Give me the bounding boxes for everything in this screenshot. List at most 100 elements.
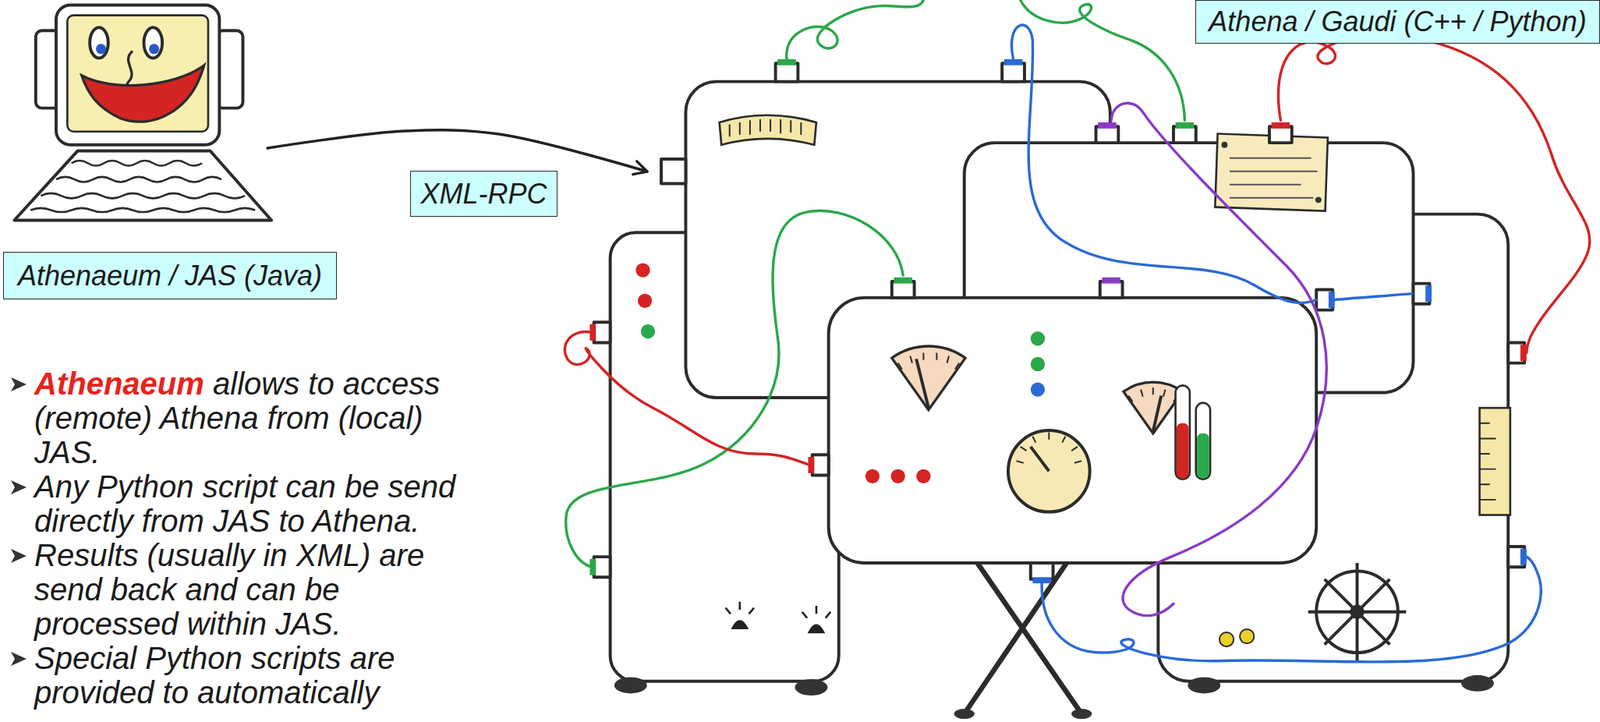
machine-drawing-part xyxy=(1128,387,1178,402)
bullet-text: Special Python scripts are provided to a… xyxy=(34,640,395,710)
stand-drawing-part xyxy=(1071,708,1092,719)
machine-drawing-part xyxy=(729,119,802,137)
machine-drawing-part xyxy=(614,676,648,694)
computer-drawing-part xyxy=(67,15,209,132)
machine-drawing-part xyxy=(1425,285,1432,302)
machine-drawing-part xyxy=(1315,196,1322,203)
machine-drawing-part xyxy=(892,346,966,411)
machine-drawing-part xyxy=(1173,126,1197,143)
machine-drawing-part xyxy=(1187,676,1221,694)
bullet-text: Results (usually in XML) are send back a… xyxy=(34,538,425,641)
machine-drawing-part xyxy=(1229,158,1318,199)
machine-drawing-part xyxy=(1030,357,1045,372)
bullet-arrow-shape xyxy=(10,651,27,666)
machine-drawing-part xyxy=(1100,281,1123,298)
computer-drawing xyxy=(14,5,272,221)
machine-drawing-part xyxy=(893,277,913,284)
machine-drawing-part xyxy=(1030,382,1045,397)
bullet-arrow xyxy=(9,478,29,496)
stand-drawing xyxy=(954,559,1093,719)
computer-drawing-part xyxy=(95,43,107,54)
machine-drawing-part xyxy=(865,469,880,484)
computer-drawing-part xyxy=(89,27,109,58)
cable-wire xyxy=(564,0,1590,662)
cable-wire-part xyxy=(1041,556,1541,662)
machine-drawing-part xyxy=(1479,407,1511,515)
cable-wire-part xyxy=(1334,293,1413,301)
machine-drawing-part xyxy=(898,353,960,370)
bullet-arrow-shape xyxy=(10,480,27,495)
stand-drawing-part xyxy=(964,559,1082,715)
cable-wire-part xyxy=(566,210,903,567)
machine-drawing-part xyxy=(640,324,655,339)
machine-drawing xyxy=(807,277,1335,584)
machine-drawing-part xyxy=(775,63,799,82)
machine-drawing-part xyxy=(916,358,929,408)
machine-drawing-part xyxy=(1101,277,1121,284)
client-computer: Athenaeum / JAS (Java) xyxy=(10,0,268,227)
machine-drawing-part xyxy=(794,679,828,696)
computer-drawing-part xyxy=(144,27,163,58)
cable-wire-part xyxy=(1111,102,1327,616)
machine-drawing-part xyxy=(661,159,686,184)
machine-drawing-part xyxy=(1153,395,1162,432)
machine-drawing-part xyxy=(637,293,652,308)
computer-drawing-part xyxy=(71,160,203,167)
protocol-label: XML-RPC xyxy=(410,170,558,217)
cable-wire-part xyxy=(1011,24,1317,303)
computer-drawing-part xyxy=(56,176,222,183)
machine-drawing-part xyxy=(719,115,817,146)
machine-drawing-part xyxy=(1271,122,1291,129)
machine-drawing-part xyxy=(1308,562,1407,662)
connector-arrow xyxy=(267,130,648,172)
machine-drawing-part xyxy=(1219,632,1234,647)
machine-drawing-part xyxy=(1349,605,1364,620)
machine-drawing-part xyxy=(892,281,915,298)
machine-drawing-part xyxy=(1214,134,1328,212)
bullet-item: Special Python scripts are provided to a… xyxy=(7,640,471,710)
machine-drawing-part xyxy=(594,556,611,577)
machine-drawing-part xyxy=(1123,382,1183,434)
bullet-arrow xyxy=(9,650,29,668)
cable-wire-part xyxy=(1020,0,1186,121)
label-box: Athena / Gaudi (C++ / Python) xyxy=(1195,0,1600,44)
highlight-text: Athenaeum xyxy=(34,366,205,401)
bullet-item: Athenaeumallows to access (remote) Athen… xyxy=(7,366,471,470)
stand-drawing-part xyxy=(954,708,975,719)
bullet-list: Athenaeumallows to access (remote) Athen… xyxy=(7,366,507,710)
machine-drawing-part xyxy=(812,454,829,475)
machine-drawing-part xyxy=(916,469,931,484)
bullet-arrow xyxy=(9,375,29,393)
machine-drawing-part xyxy=(1097,122,1117,129)
machine-drawing-part xyxy=(1175,385,1190,479)
computer-drawing-part xyxy=(148,43,160,54)
bullet-arrow-shape xyxy=(10,548,27,563)
computer-drawing-part xyxy=(14,151,272,221)
machine-drawing-part xyxy=(1461,675,1494,692)
machine-drawing-part xyxy=(802,605,832,633)
machine-drawing-part xyxy=(1030,446,1050,471)
machine-drawing-part xyxy=(1221,141,1228,149)
machine-drawing-part xyxy=(1096,126,1119,143)
machine-drawing-part xyxy=(1239,629,1254,644)
bullet-item: Any Python script can be send directly f… xyxy=(7,469,471,539)
computer-drawing-part xyxy=(30,208,255,213)
machine-drawing-part xyxy=(635,262,650,277)
machine-drawing-part xyxy=(890,469,905,484)
machine-drawing-part xyxy=(1269,126,1293,143)
machine-drawing-part xyxy=(725,601,754,629)
machine-drawing-part xyxy=(1001,63,1025,82)
machine-drawing-part xyxy=(828,297,1317,563)
computer-drawing-part xyxy=(40,193,245,199)
machine-drawing-part xyxy=(594,322,611,343)
machine-drawing-part xyxy=(1175,122,1195,129)
bullet-arrow xyxy=(9,547,29,565)
bullet-text: Any Python script can be send directly f… xyxy=(34,469,456,539)
machine-drawing-part xyxy=(1030,331,1045,346)
cable-wire-part xyxy=(564,332,811,466)
server-machines: Athena / Gaudi (C++ / Python) xyxy=(647,0,1600,722)
bullet-arrow-shape xyxy=(10,377,27,392)
label-box: Athenaeum / JAS (Java) xyxy=(3,251,337,300)
